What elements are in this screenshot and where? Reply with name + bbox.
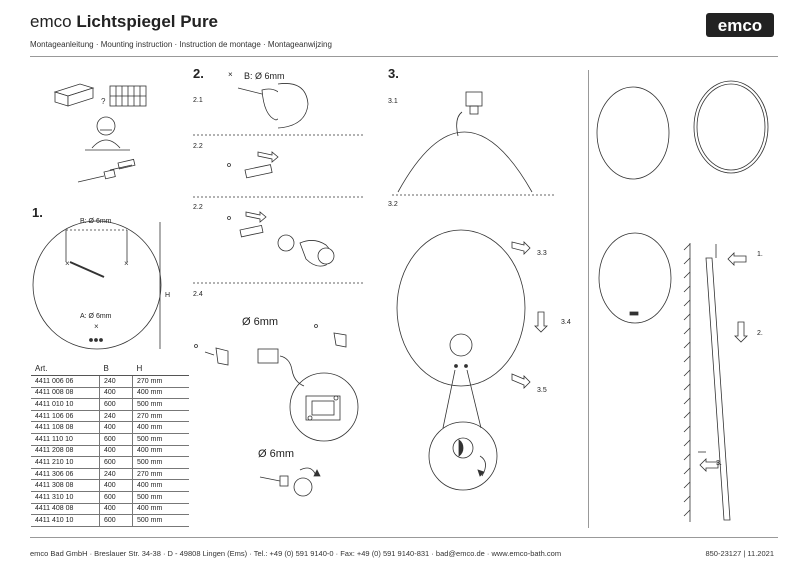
- drill-size-label: B: Ø 6mm: [244, 71, 285, 81]
- step1-h-label: H: [165, 292, 171, 299]
- arrow-3-3: [511, 241, 531, 255]
- mirror-outline-step1: [32, 220, 162, 350]
- substep-2-2a: 2.2: [193, 143, 203, 150]
- substep-3-1: 3.1: [388, 98, 398, 105]
- knob-screw-icon: [259, 467, 321, 497]
- hollow-brick-icon: [109, 85, 147, 107]
- side-step-3: 3.: [716, 460, 722, 467]
- brand-name: emco: [30, 12, 72, 31]
- mirror-variant-2: [693, 80, 769, 174]
- mirror-variant-1: [596, 86, 670, 180]
- emco-logo-icon: emco: [706, 13, 774, 37]
- column-divider: [588, 70, 589, 528]
- mirror-outline-step3: [396, 229, 526, 387]
- svg-text:×: ×: [65, 259, 70, 268]
- substep-3-5: 3.5: [537, 387, 547, 394]
- wall-bracket-icon-step3: [456, 91, 483, 137]
- arrow-side-2: [734, 321, 748, 343]
- drill-icon: [237, 83, 309, 129]
- mirror-variant-3: [598, 232, 672, 324]
- switch-detail-zoom: [428, 421, 498, 491]
- svg-text:×: ×: [124, 259, 129, 268]
- footer-doc-number: 850-23127 | 11.2021: [705, 549, 774, 558]
- step1-a-label: A: Ø 6mm: [80, 313, 112, 320]
- document-subtitle: Montageanleitung · Mounting instruction …: [30, 40, 332, 49]
- document-title: emco Lichtspiegel Pure: [30, 12, 218, 32]
- mirror-arc-top: [397, 131, 533, 193]
- step-2-number: 2.: [193, 66, 204, 81]
- diameter-label-1: Ø 6mm: [242, 316, 279, 328]
- bracket-mount-icon: [194, 324, 347, 387]
- bracket-detail-icon: [305, 395, 341, 421]
- product-name: Lichtspiegel Pure: [76, 12, 219, 31]
- diameter-label-2: Ø 6mm: [258, 448, 295, 460]
- substep-2-1: 2.1: [193, 97, 203, 104]
- logo-text: emco: [718, 16, 762, 35]
- arrow-side-1: [727, 252, 747, 266]
- substep-3-4: 3.4: [561, 319, 571, 326]
- side-step-2: 2.: [757, 330, 763, 337]
- wall-section-icon: [683, 243, 731, 522]
- svg-text:×: ×: [94, 322, 99, 331]
- dowel-insert-icon: [227, 151, 279, 179]
- header-divider: [30, 56, 778, 57]
- arrow-side-3: [699, 458, 719, 472]
- step-1-number: 1.: [32, 205, 43, 220]
- brick-icon: [53, 83, 95, 107]
- step1-b-label: B: Ø 6mm: [80, 218, 112, 225]
- arrow-3-5: [511, 373, 531, 389]
- col-header-art: Art.: [31, 364, 100, 376]
- side-step-1: 1.: [757, 251, 763, 258]
- col-header-b: B: [99, 364, 133, 376]
- substep-2-2b: 2.2: [193, 204, 203, 211]
- bracket-detail-zoom: [289, 372, 359, 442]
- screw-insert-icon: [227, 211, 335, 267]
- substep-3-3: 3.3: [537, 250, 547, 257]
- thinking-person-icon: [85, 116, 130, 151]
- svg-text:?: ?: [101, 97, 106, 106]
- step-3-number: 3.: [388, 66, 399, 81]
- col-header-h: H: [132, 364, 189, 376]
- substep-2-4: 2.4: [193, 291, 203, 298]
- screw-and-dowel-icon: [77, 158, 136, 183]
- footer-address: emco Bad GmbH · Breslauer Str. 34-38 · D…: [30, 549, 562, 558]
- cross-mark: ×: [228, 70, 233, 79]
- footer-divider: [30, 537, 778, 538]
- substep-3-2: 3.2: [388, 201, 398, 208]
- table-header-row: Art. B H: [31, 364, 189, 376]
- arrow-3-4: [534, 311, 548, 333]
